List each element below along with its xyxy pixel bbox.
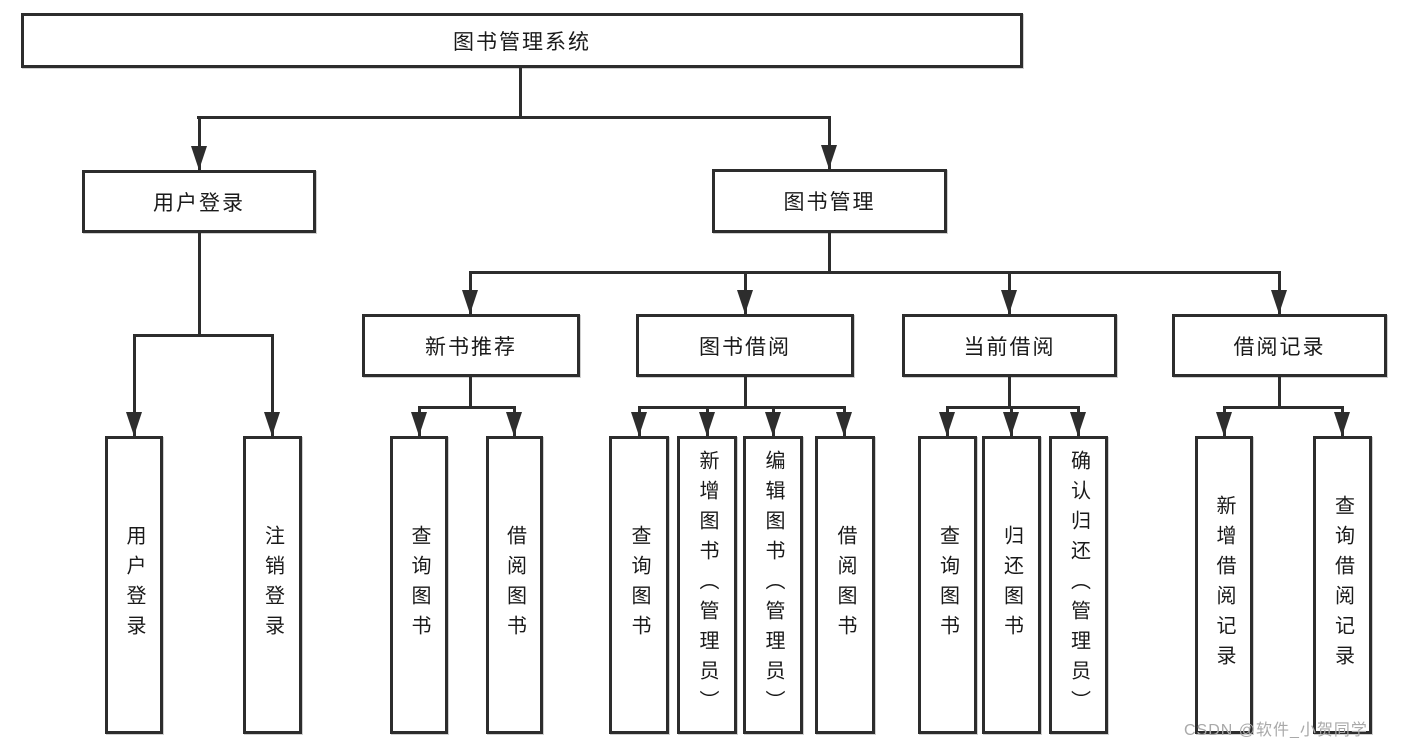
arrowhead-icon: [411, 412, 427, 436]
arrowhead-icon: [506, 412, 522, 436]
arrowhead-icon: [1216, 412, 1232, 436]
connector-userlogin-rail: [133, 334, 274, 337]
node-new-book-recommend-label: 新书推荐: [425, 335, 517, 359]
arrowhead-icon: [836, 412, 852, 436]
arrowhead-icon: [821, 145, 837, 169]
arrowhead-icon: [1001, 290, 1017, 314]
leaf-query-books-2: 查询图书: [609, 436, 669, 734]
arrowhead-icon: [765, 412, 781, 436]
leaf-user-login: 用户登录: [105, 436, 163, 734]
node-book-borrow-label: 图书借阅: [699, 335, 791, 359]
leaf-query-borrow-record: 查询借阅记录: [1313, 436, 1372, 734]
connector-borrow-rail: [638, 406, 846, 409]
connector-root-arm-left: [198, 116, 201, 170]
arrowhead-icon: [1070, 412, 1086, 436]
leaf-return-books: 归还图书: [982, 436, 1041, 734]
leaf-borrow-books-1: 借阅图书: [486, 436, 543, 734]
leaf-query-books-1: 查询图书: [390, 436, 448, 734]
node-book-management-label: 图书管理: [783, 191, 876, 214]
leaf-borrow-books-2-label: 借阅图书: [834, 525, 856, 645]
leaf-edit-books-admin-label: 编辑图书（管理员）: [762, 450, 784, 720]
node-current-borrow: 当前借阅: [902, 314, 1117, 377]
arrowhead-icon: [191, 146, 207, 170]
leaf-query-books-3: 查询图书: [918, 436, 977, 734]
node-borrow-records: 借阅记录: [1172, 314, 1387, 377]
leaf-logout: 注销登录: [243, 436, 302, 734]
arrowhead-icon: [1271, 290, 1287, 314]
leaf-query-borrow-record-label: 查询借阅记录: [1331, 495, 1354, 675]
arrowhead-icon: [1334, 412, 1350, 436]
arrowhead-icon: [939, 412, 955, 436]
connector-newbook-rail: [418, 406, 516, 409]
watermark: CSDN @软件_小贺同学: [1184, 722, 1368, 739]
arrowhead-icon: [737, 290, 753, 314]
arrowhead-icon: [126, 412, 142, 436]
node-current-borrow-label: 当前借阅: [963, 335, 1056, 359]
leaf-borrow-books-2: 借阅图书: [815, 436, 875, 734]
leaf-return-books-label: 归还图书: [1000, 525, 1023, 645]
connector-userlogin-arm-1: [133, 334, 136, 436]
connector-userlogin-arm-2: [271, 334, 274, 436]
node-new-book-recommend: 新书推荐: [362, 314, 580, 377]
connector-root-rail: [197, 116, 831, 119]
leaf-user-login-label: 用户登录: [123, 525, 145, 645]
connector-root-arm-right: [828, 116, 831, 169]
leaf-add-borrow-record: 新增借阅记录: [1195, 436, 1253, 734]
node-borrow-records-label: 借阅记录: [1233, 335, 1326, 359]
node-user-login-label: 用户登录: [153, 191, 245, 215]
leaf-add-books-admin-label: 新增图书（管理员）: [696, 450, 718, 720]
node-book-management: 图书管理: [712, 169, 947, 233]
leaf-edit-books-admin: 编辑图书（管理员）: [743, 436, 803, 734]
leaf-confirm-return-admin-label: 确认归还（管理员）: [1067, 450, 1090, 720]
arrowhead-icon: [462, 290, 478, 314]
arrowhead-icon: [699, 412, 715, 436]
connector-userlogin-stem: [198, 233, 201, 336]
leaf-query-books-2-label: 查询图书: [628, 525, 650, 645]
connector-root-stem: [519, 68, 522, 119]
leaf-confirm-return-admin: 确认归还（管理员）: [1049, 436, 1108, 734]
connector-records-rail: [1223, 406, 1343, 409]
connector-records-stem: [1278, 377, 1281, 407]
leaf-borrow-books-1-label: 借阅图书: [503, 525, 526, 645]
node-user-login: 用户登录: [82, 170, 316, 233]
leaf-add-borrow-record-label: 新增借阅记录: [1213, 495, 1235, 675]
connector-borrow-stem: [744, 377, 747, 407]
node-root-label: 图书管理系统: [453, 30, 591, 54]
leaf-logout-label: 注销登录: [261, 525, 284, 645]
leaf-add-books-admin: 新增图书（管理员）: [677, 436, 737, 734]
node-root-library-system: 图书管理系统: [21, 13, 1023, 68]
connector-current-stem: [1008, 377, 1011, 407]
arrowhead-icon: [631, 412, 647, 436]
leaf-query-books-1-label: 查询图书: [408, 525, 430, 645]
connector-bookmgmt-stem: [828, 233, 831, 273]
arrowhead-icon: [264, 412, 280, 436]
node-book-borrow: 图书借阅: [636, 314, 854, 377]
connector-newbook-stem: [469, 377, 472, 407]
leaf-query-books-3-label: 查询图书: [936, 525, 959, 645]
arrowhead-icon: [1003, 412, 1019, 436]
connector-bookmgmt-rail: [469, 271, 1281, 274]
